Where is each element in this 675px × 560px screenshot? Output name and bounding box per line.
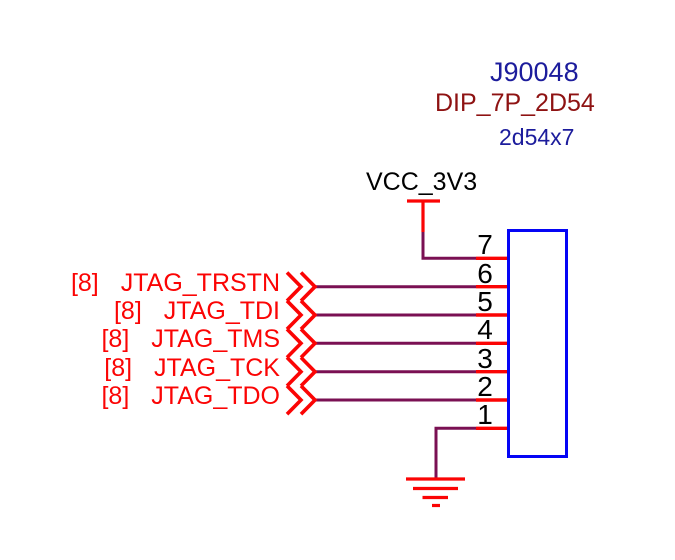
net-label-row[interactable]: [8] JTAG_TRSTN — [71, 268, 280, 298]
offpage-connector-icons[interactable] — [285, 271, 318, 416]
chevron-icon — [285, 299, 304, 331]
pin-number: 1 — [477, 399, 493, 430]
net-name: JTAG_TDI — [163, 297, 280, 325]
pin-number: 7 — [477, 229, 493, 260]
power-net-label[interactable]: VCC_3V3 — [366, 168, 478, 196]
offpage-page-ref: [8] — [101, 382, 130, 410]
net-wires[interactable] — [315, 232, 476, 479]
net-name: JTAG_TCK — [154, 354, 280, 382]
wire-segment — [434, 426, 476, 479]
ground-symbol[interactable] — [406, 477, 465, 508]
net-label-row[interactable]: [8] JTAG_TDO — [101, 381, 280, 411]
pin-number: 4 — [477, 314, 493, 345]
pin-number: 3 — [477, 343, 493, 374]
wire-segment — [421, 232, 476, 260]
pin-number: 6 — [477, 258, 493, 289]
component-refdes[interactable]: J90048 — [490, 57, 579, 87]
offpage-page-ref: [8] — [101, 325, 130, 353]
power-symbol[interactable] — [407, 199, 440, 232]
net-name: JTAG_TMS — [151, 325, 280, 353]
connector-body[interactable] — [507, 229, 568, 458]
net-label-row[interactable]: [8] JTAG_TCK — [104, 353, 280, 383]
chevron-icon — [299, 356, 318, 388]
component-footprint[interactable]: DIP_7P_2D54 — [435, 89, 595, 117]
chevron-icon — [299, 327, 318, 359]
offpage-page-ref: [8] — [113, 297, 142, 325]
chevron-icon — [285, 271, 304, 303]
chevron-icon — [285, 356, 304, 388]
pin-stubs[interactable] — [476, 256, 509, 430]
chevron-icon — [299, 299, 318, 331]
pin-number: 5 — [477, 286, 493, 317]
net-name: JTAG_TDO — [151, 382, 280, 410]
chevron-icon — [285, 327, 304, 359]
net-name: JTAG_TRSTN — [120, 269, 280, 297]
chevron-icon — [299, 271, 318, 303]
offpage-page-ref: [8] — [70, 269, 99, 297]
component-value[interactable]: 2d54x7 — [499, 124, 575, 150]
net-label-row[interactable]: [8] JTAG_TMS — [101, 324, 280, 354]
chevron-icon — [299, 384, 318, 416]
net-label-row[interactable]: [8] JTAG_TDI — [114, 296, 280, 326]
offpage-page-ref: [8] — [104, 354, 133, 382]
pin-number: 2 — [477, 371, 493, 402]
chevron-icon — [285, 384, 304, 416]
